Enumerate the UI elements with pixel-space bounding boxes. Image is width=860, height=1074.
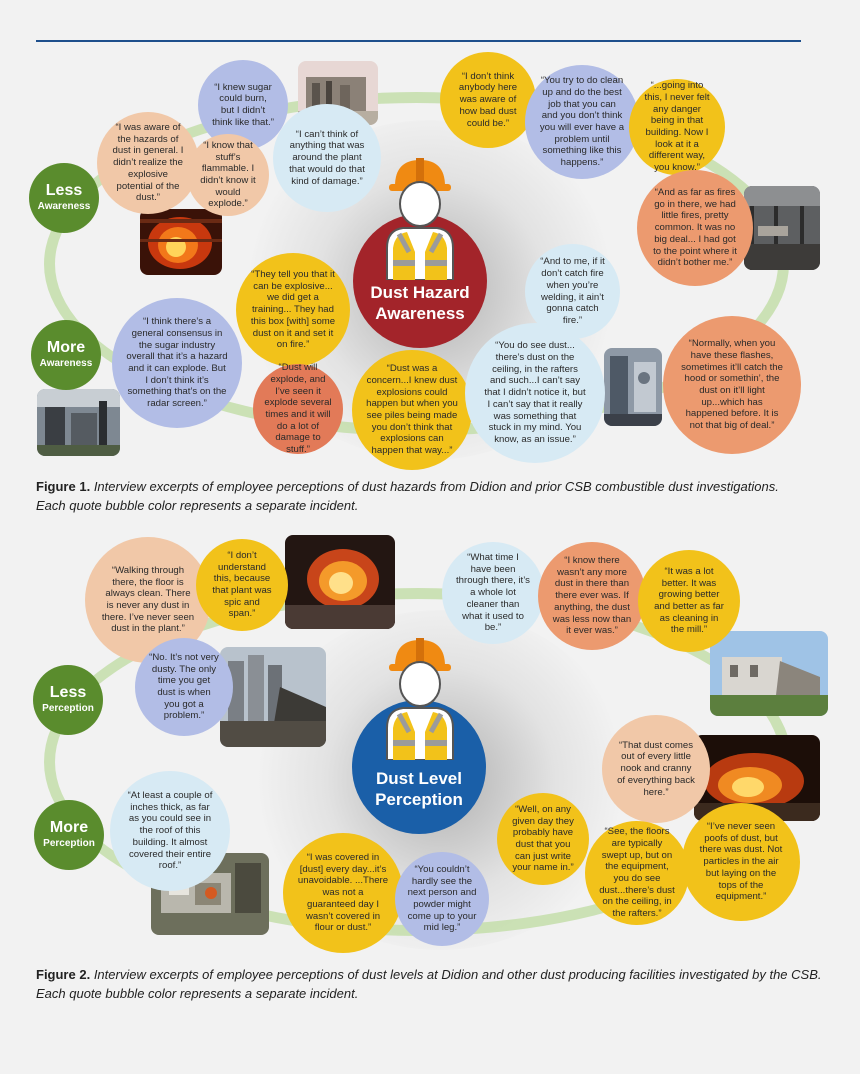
photo-aerial-factory (151, 853, 269, 935)
figure-1-caption: Figure 1. Interview excerpts of employee… (36, 478, 826, 516)
quote-bubble: “I know that stuff’s flammable. I didn’t… (187, 134, 269, 216)
less-label: Less (45, 182, 83, 200)
quote-bubble: “It was a lot better. It was growing bet… (638, 550, 740, 652)
top-rule (36, 40, 801, 42)
quote-bubble: “See, the floors are typically swept up,… (585, 821, 689, 925)
photo-fire-explosion (285, 535, 395, 629)
photo-fire (140, 209, 222, 275)
caption-label: Figure 1. (36, 479, 91, 494)
worker-hardhat-icon (386, 638, 454, 760)
quote-bubble: “They tell you that it can be explosive.… (236, 253, 350, 367)
quote-bubble: “And as far as fires go in there, we had… (637, 170, 753, 286)
photo-aerial-plant (37, 389, 120, 456)
photo-burned-interior (744, 186, 820, 270)
awareness-label: Awareness (37, 201, 91, 213)
worker-hardhat-icon (386, 158, 454, 280)
hub-title: Dust Level Perception (375, 769, 463, 809)
quote-bubble: “I don’t understand this, because that p… (196, 539, 288, 631)
awareness-label: Awareness (39, 358, 93, 370)
quote-bubble: “I can’t think of anything that was arou… (273, 104, 381, 212)
quote-bubble: “You do see dust... there’s dust on the … (465, 323, 605, 463)
quote-bubble: “Well, on any given day they probably ha… (497, 793, 589, 885)
caption-text-2: Each quote bubble color represents a sep… (36, 985, 359, 1001)
figure-2-caption: Figure 2. Interview excerpts of employee… (36, 966, 836, 1004)
quote-bubble: “Normally, when you have these flashes, … (663, 316, 801, 454)
more-perception-tag: More Perception (34, 800, 104, 870)
quote-bubble: “You try to do clean up and do the best … (525, 65, 639, 179)
quote-bubble: “Walking through there, the floor is alw… (85, 537, 211, 663)
quote-bubble: “I think there’s a general consensus in … (112, 298, 242, 428)
caption-text: Interview excerpts of employee perceptio… (93, 967, 822, 982)
more-awareness-tag: More Awareness (31, 320, 101, 390)
quote-bubble: “I was aware of the hazards of dust in g… (97, 112, 199, 214)
quote-bubble: “...going into this, I never felt any da… (629, 79, 725, 175)
quote-bubble: “I know there wasn’t any more dust in th… (538, 542, 646, 650)
quote-bubble: “I knew sugar could burn, but I didn’t t… (198, 60, 288, 150)
quote-bubble: “No. It’s not very dusty. The only time … (135, 638, 233, 736)
photo-equipment (604, 348, 662, 426)
less-perception-tag: Less Perception (33, 665, 103, 735)
quote-bubble: “At least a couple of inches thick, as f… (110, 771, 230, 891)
photo-plant-damage (710, 631, 828, 716)
quote-bubble: “What time I have been through there, it… (442, 542, 544, 644)
quote-bubble: “I was covered in [dust] every day...it’… (283, 833, 403, 953)
quote-bubble: “Dust will explode, and I’ve seen it exp… (253, 362, 343, 455)
quote-bubble: “You couldn’t hardly see the next person… (395, 852, 489, 946)
perception-label: Perception (43, 838, 95, 850)
photo-night-fire (694, 735, 820, 821)
perception-label: Perception (42, 703, 94, 715)
caption-label: Figure 2. (36, 967, 91, 982)
less-label: Less (49, 684, 87, 702)
quote-bubble: “That dust comes out of every little noo… (602, 715, 710, 823)
more-label: More (46, 339, 86, 357)
caption-text: Interview excerpts of employee perceptio… (93, 479, 779, 494)
less-awareness-tag: Less Awareness (29, 163, 99, 233)
quote-bubble: “I’ve never seen poofs of dust, but ther… (682, 803, 800, 921)
caption-text-2: Each quote bubble color represents a sep… (36, 497, 359, 513)
more-label: More (49, 819, 89, 837)
hub-title: Dust Hazard Awareness (370, 283, 470, 323)
quote-bubble: “Dust was a concern...I knew dust explos… (352, 350, 472, 470)
quote-bubble: “I don’t think anybody here was aware of… (440, 52, 536, 148)
figure-1: Less Awareness More Awareness Dust Hazar… (0, 0, 860, 520)
photo-damaged-silos (220, 647, 326, 747)
